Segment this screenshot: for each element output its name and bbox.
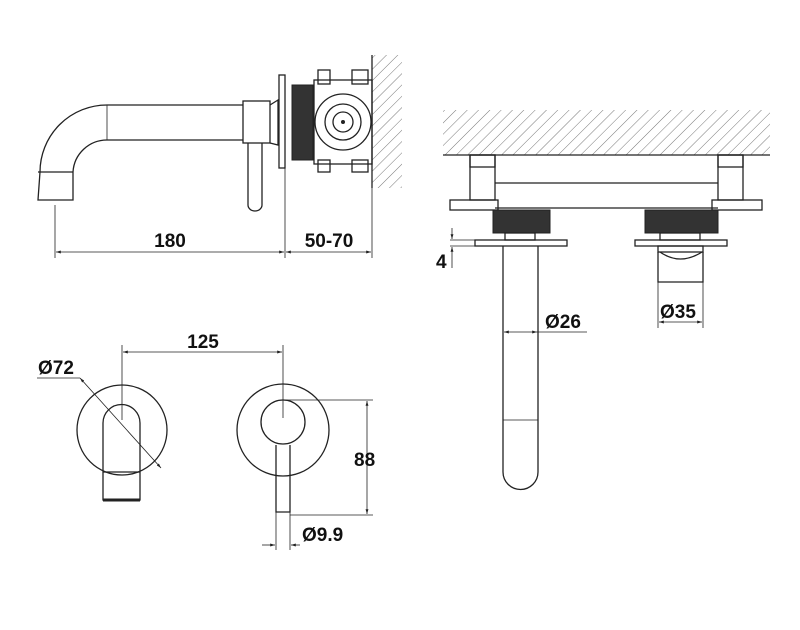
dimension-d9-9: Ø9.9 <box>262 512 343 550</box>
dimension-d26: Ø26 <box>504 312 587 334</box>
label-180: 180 <box>154 231 186 252</box>
plate-left <box>474 239 568 247</box>
cover-plate-side <box>278 74 286 169</box>
dimension-180: 180 50-70 <box>54 168 373 258</box>
plate-right <box>634 239 728 247</box>
label-d9-9: Ø9.9 <box>302 525 343 546</box>
lever-side <box>247 143 263 212</box>
ceiling-hatch <box>443 110 770 155</box>
dimension-4: 4 <box>436 228 475 273</box>
thread-right <box>644 209 719 234</box>
thread-side <box>291 84 314 161</box>
section-view: 4 Ø26 Ø35 <box>436 110 770 491</box>
thread-left <box>492 209 551 234</box>
dimension-d35: Ø35 <box>657 282 704 328</box>
valve-body <box>313 69 373 173</box>
label-4: 4 <box>436 252 447 273</box>
lever-front <box>275 445 291 513</box>
label-125: 125 <box>187 332 219 353</box>
dimension-125: 125 <box>121 332 284 420</box>
wall-hatch <box>372 55 402 188</box>
spout-vertical <box>502 246 539 491</box>
spout-side <box>37 104 243 201</box>
label-d35: Ø35 <box>660 302 696 323</box>
label-d72: Ø72 <box>38 358 74 379</box>
front-view: Ø72 125 88 Ø9.9 <box>37 332 375 550</box>
handle-section <box>657 245 704 283</box>
label-50-70: 50-70 <box>305 231 354 252</box>
label-d26: Ø26 <box>545 312 581 333</box>
spout-front <box>102 403 141 501</box>
side-view: 180 50-70 <box>37 55 402 258</box>
label-88: 88 <box>354 450 375 471</box>
mixer-body <box>242 100 271 144</box>
dimension-88: 88 <box>283 399 375 516</box>
